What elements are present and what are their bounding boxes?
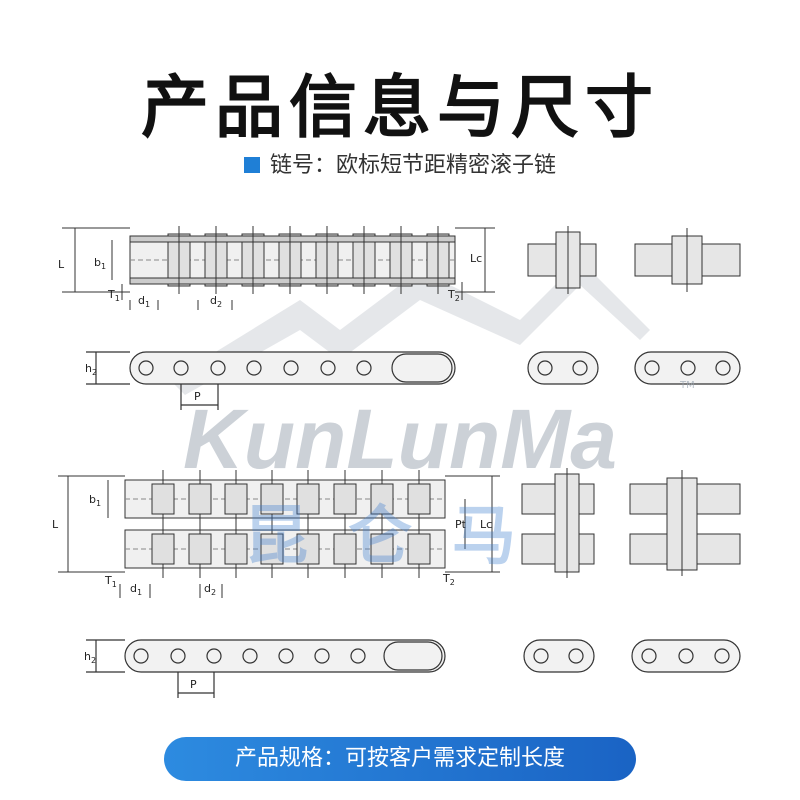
label-L-double: L: [52, 518, 59, 531]
label-h2-double: h2: [84, 650, 96, 665]
label-b1: b1: [94, 256, 106, 271]
label-d2: d2: [210, 294, 222, 309]
label-T2-double: T2: [442, 572, 455, 587]
label-P: P: [194, 390, 201, 403]
watermark-tm: TM: [679, 380, 695, 391]
label-b1-double: b1: [89, 493, 101, 508]
single-chain-end-view-2: [634, 228, 741, 292]
single-link-end-2: [634, 351, 741, 385]
label-T2: T2: [447, 288, 460, 303]
label-d2-double: d2: [204, 582, 216, 597]
label-h2: h2: [85, 362, 97, 377]
label-L: L: [58, 258, 65, 271]
double-chain-end-view-2: [629, 470, 741, 576]
double-chain-rollers: [151, 483, 431, 565]
bullet-square: [243, 157, 260, 173]
subtitle-text: 链号：欧标短节距精密滚子链: [269, 153, 556, 178]
label-Lc-double: Lc: [480, 518, 492, 531]
double-chain-end-view-1: [521, 468, 595, 578]
double-link-end-1: [523, 639, 595, 673]
watermark-mountain: [170, 260, 650, 395]
single-link-end-1: [527, 351, 599, 385]
single-chain-end-view-1: [527, 226, 597, 294]
label-P-double: P: [190, 678, 197, 691]
single-chain-link-view: [86, 351, 456, 410]
page-title: 产品信息与尺寸: [140, 69, 659, 148]
watermark-latin: KunLunMa: [183, 392, 617, 486]
label-Lc: Lc: [470, 252, 482, 265]
label-Pt: Pt: [455, 518, 467, 531]
label-d1-double: d1: [130, 582, 142, 597]
single-chain-top-view: [62, 226, 495, 310]
watermark-cjk: 昆仑马: [244, 500, 556, 574]
subtitle: 链号：欧标短节距精密滚子链: [0, 147, 800, 179]
label-T1-double: T1: [104, 574, 117, 589]
double-chain-link-view: [86, 639, 446, 698]
spec-banner: 产品规格：可按客户需求定制长度: [164, 737, 636, 781]
double-link-end-2: [631, 639, 741, 673]
label-T1: T1: [107, 288, 120, 303]
label-d1: d1: [138, 294, 150, 309]
